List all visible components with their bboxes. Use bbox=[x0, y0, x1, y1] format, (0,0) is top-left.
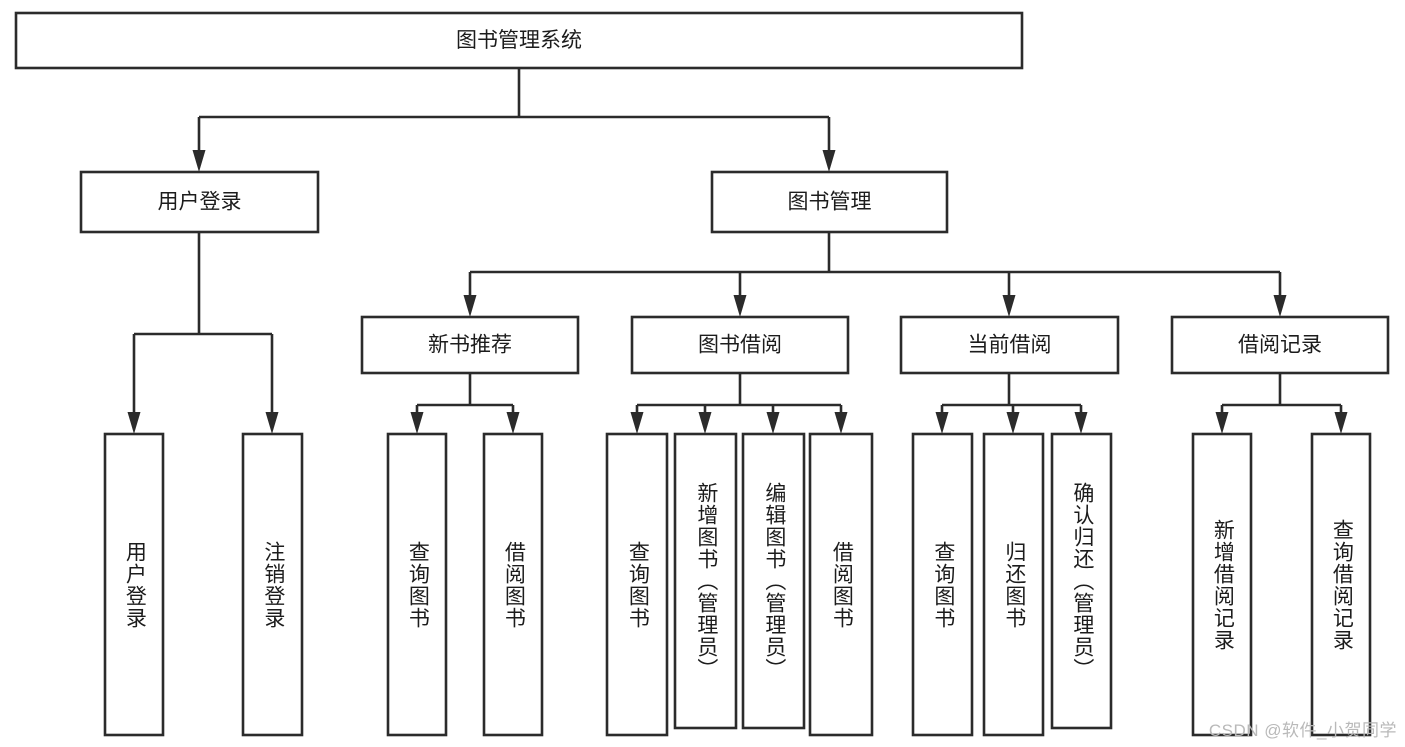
connector-book-borrow-to-leaves-bus bbox=[630, 373, 848, 434]
node-box-borrow-record[interactable] bbox=[1170, 315, 1390, 375]
node-box-leaf-query-borrow-record[interactable] bbox=[1310, 432, 1372, 737]
arrow-head-icon bbox=[463, 295, 477, 317]
arrow-head-icon bbox=[265, 412, 279, 434]
arrow-head-icon bbox=[506, 412, 520, 434]
arrow-head-icon bbox=[192, 150, 206, 172]
node-box-current-borrow[interactable] bbox=[899, 315, 1120, 375]
connector-root-to-level1-bus bbox=[192, 68, 836, 172]
boxes-layer bbox=[14, 11, 1390, 737]
node-box-new-book-recommend[interactable] bbox=[360, 315, 580, 375]
connector-new-book-recommend-to-leaves-bus bbox=[410, 373, 520, 434]
connector-current-borrow-to-leaves-bus bbox=[935, 373, 1088, 434]
arrow-head-icon bbox=[127, 412, 141, 434]
arrow-head-icon bbox=[1334, 412, 1348, 434]
node-box-leaf-confirm-return[interactable] bbox=[1050, 432, 1113, 730]
node-box-book-management[interactable] bbox=[710, 170, 949, 234]
arrow-head-icon bbox=[1273, 295, 1287, 317]
arrow-head-icon bbox=[630, 412, 644, 434]
node-box-leaf-add-book[interactable] bbox=[673, 432, 738, 730]
node-label-new-book-recommend: 新书推荐 bbox=[428, 334, 512, 357]
node-box-book-borrow[interactable] bbox=[630, 315, 850, 375]
node-label-root: 图书管理系统 bbox=[456, 29, 582, 52]
arrow-head-icon bbox=[1074, 412, 1088, 434]
node-box-leaf-query-book-recommend[interactable] bbox=[386, 432, 448, 737]
connectors-layer bbox=[127, 68, 1348, 434]
arrow-head-icon bbox=[834, 412, 848, 434]
node-box-leaf-query-book-borrow[interactable] bbox=[605, 432, 669, 737]
node-label-book-management: 图书管理 bbox=[788, 191, 872, 214]
connector-borrow-record-to-leaves-bus bbox=[1215, 373, 1348, 434]
arrow-head-icon bbox=[1002, 295, 1016, 317]
arrow-head-icon bbox=[822, 150, 836, 172]
arrow-head-icon bbox=[410, 412, 424, 434]
node-box-leaf-query-book-current[interactable] bbox=[911, 432, 974, 737]
node-box-user-login[interactable] bbox=[79, 170, 320, 234]
arrow-head-icon bbox=[766, 412, 780, 434]
node-box-leaf-add-borrow-record[interactable] bbox=[1191, 432, 1253, 737]
watermark: CSDN @软件_小贺同学 bbox=[1208, 721, 1397, 740]
connector-user-login-to-leaves-bus bbox=[127, 232, 279, 434]
arrow-head-icon bbox=[1006, 412, 1020, 434]
node-box-leaf-borrow-book[interactable] bbox=[808, 432, 874, 737]
node-box-root[interactable] bbox=[14, 11, 1024, 70]
node-label-book-borrow: 图书借阅 bbox=[698, 334, 782, 357]
arrow-head-icon bbox=[935, 412, 949, 434]
node-label-current-borrow: 当前借阅 bbox=[968, 334, 1052, 357]
node-box-leaf-logout[interactable] bbox=[241, 432, 304, 737]
node-box-leaf-user-login[interactable] bbox=[103, 432, 165, 737]
arrow-head-icon bbox=[733, 295, 747, 317]
node-box-leaf-return-book[interactable] bbox=[982, 432, 1045, 737]
arrow-head-icon bbox=[698, 412, 712, 434]
connector-book-management-to-level2-bus bbox=[463, 232, 1287, 317]
node-label-user-login: 用户登录 bbox=[158, 191, 242, 214]
arrow-head-icon bbox=[1215, 412, 1229, 434]
node-box-leaf-borrow-book-recommend[interactable] bbox=[482, 432, 544, 737]
node-label-borrow-record: 借阅记录 bbox=[1238, 334, 1322, 357]
node-box-leaf-edit-book[interactable] bbox=[741, 432, 806, 730]
